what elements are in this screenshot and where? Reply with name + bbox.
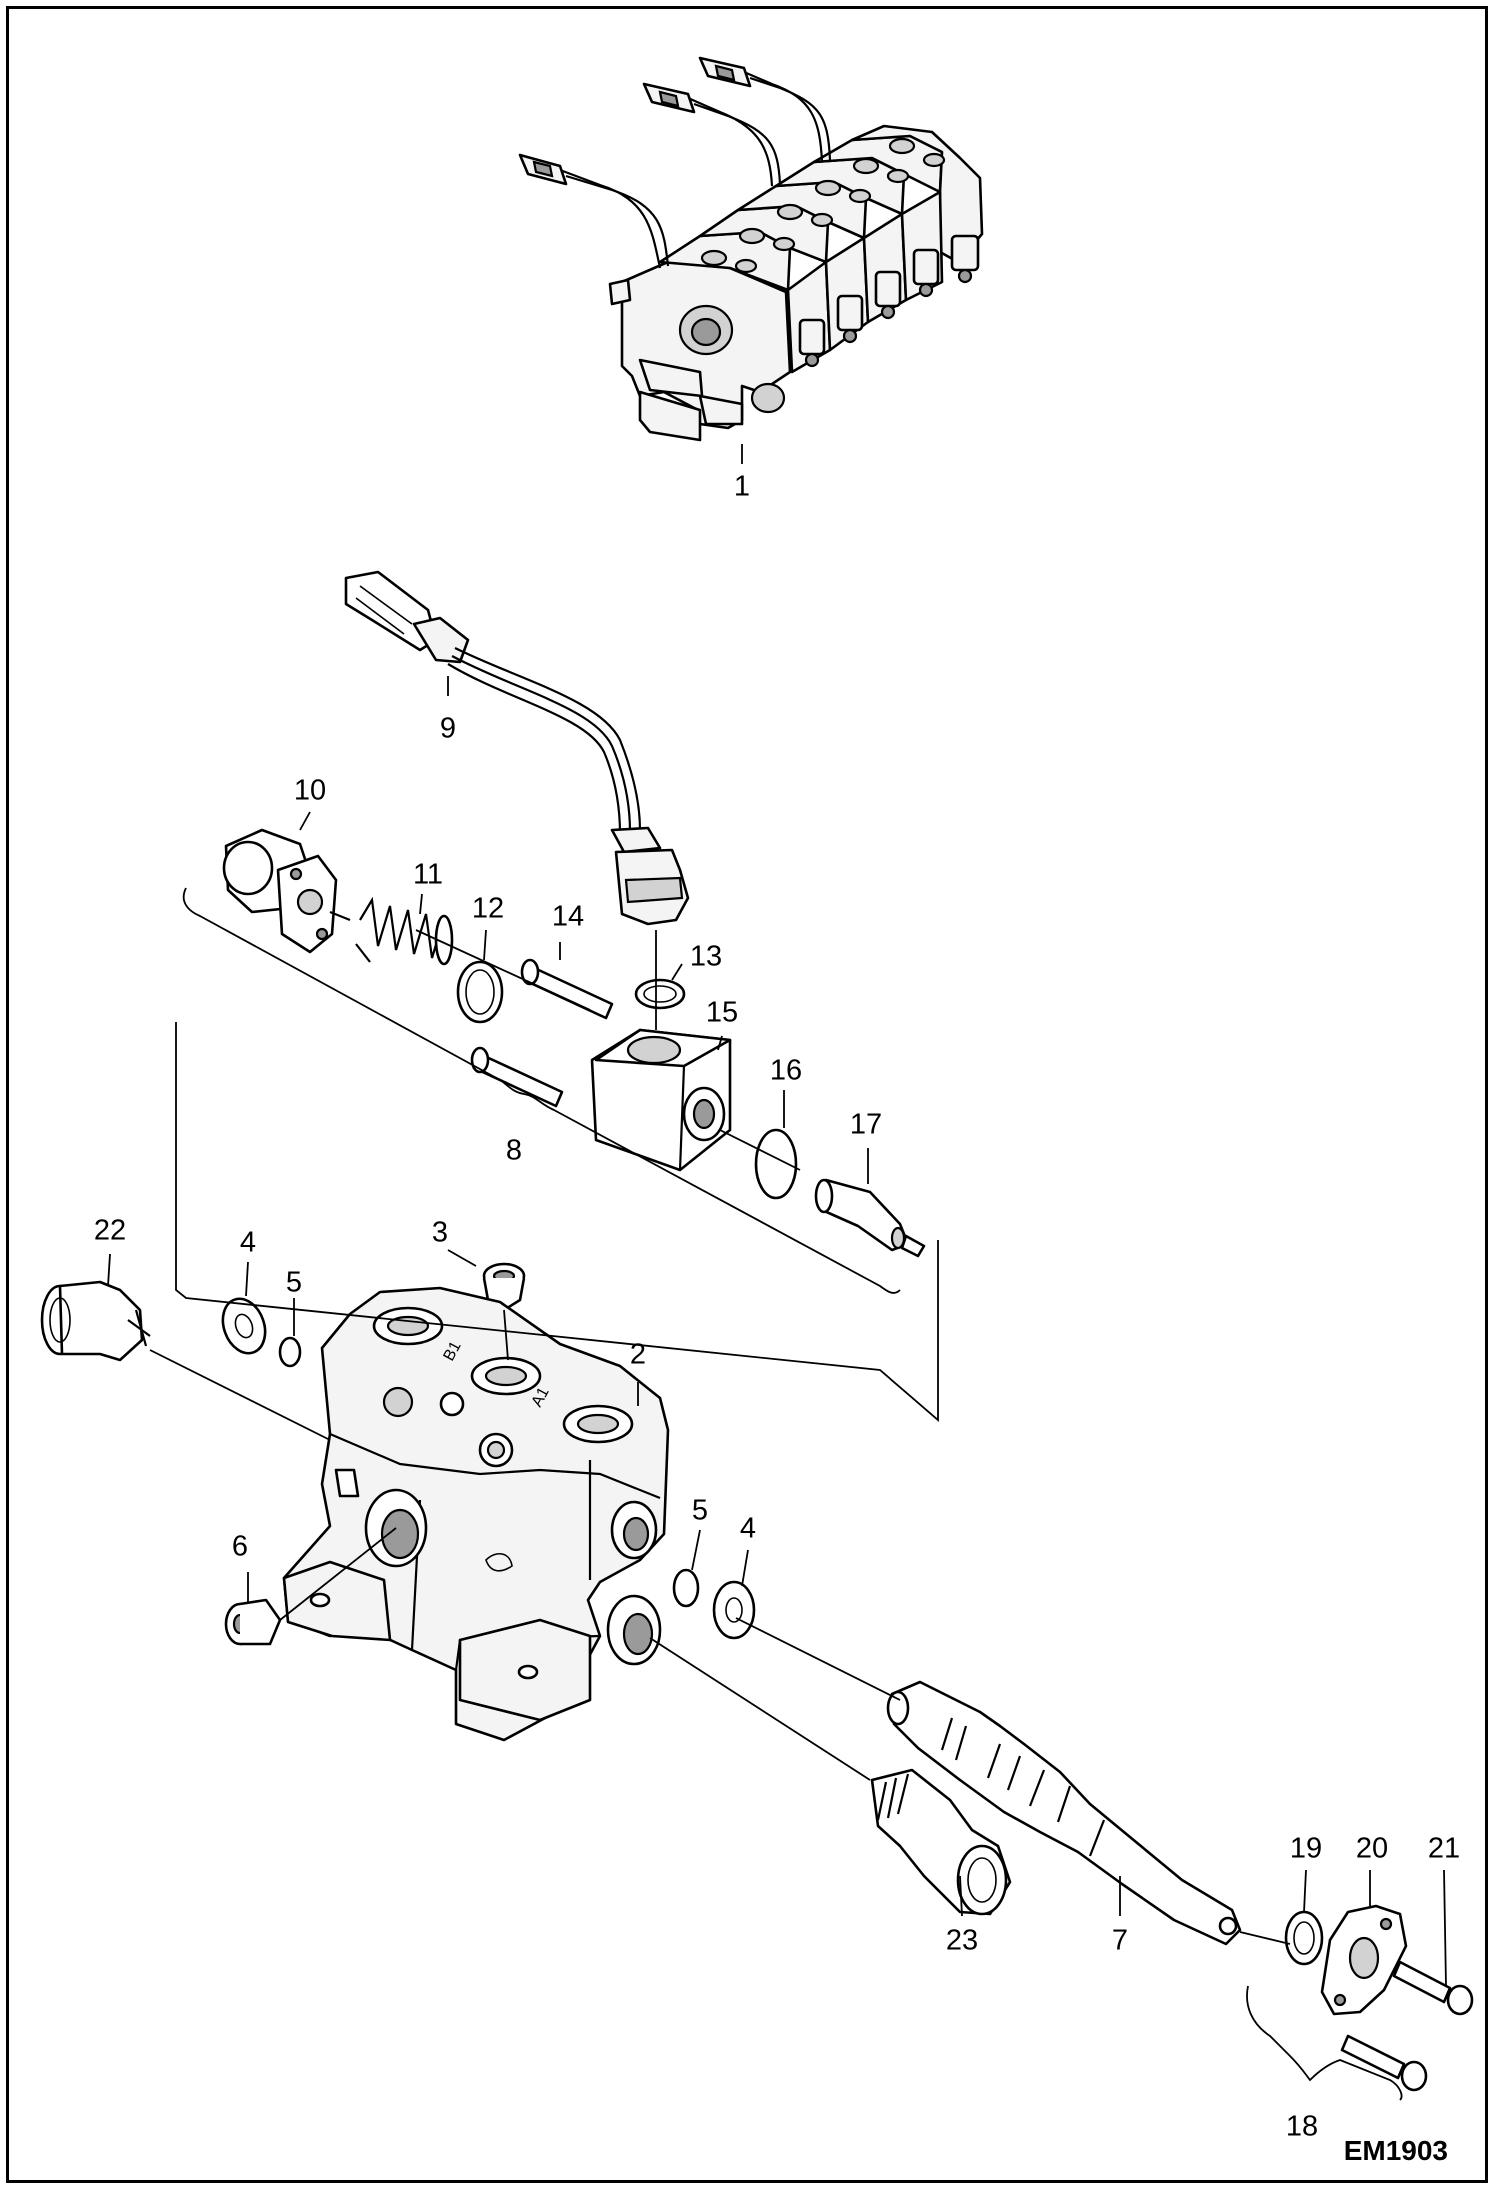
callout-8: 8	[506, 1135, 522, 1167]
callout-18: 18	[1286, 2111, 1318, 2143]
callout-3: 3	[432, 1217, 448, 1249]
solenoid-coil	[344, 570, 690, 926]
callout-10: 10	[294, 775, 326, 807]
callout-2: 2	[630, 1339, 646, 1371]
o-ring	[456, 960, 504, 1024]
end-plug	[40, 1280, 151, 1362]
callout-16: 16	[770, 1055, 802, 1087]
callout-1: 1	[734, 471, 750, 503]
callout-7: 7	[1112, 1925, 1128, 1957]
o-ring	[672, 1568, 700, 1608]
callout-5-right: 5	[692, 1495, 708, 1527]
o-ring	[634, 978, 686, 1010]
assembly-lines	[107, 444, 1447, 2101]
callouts: 1 2 3 4 4 5 5 6 7 8 9 10 11 12 13 14 15 …	[94, 471, 1460, 2143]
callout-15: 15	[706, 997, 738, 1029]
callout-11: 11	[413, 859, 443, 891]
spool	[886, 1680, 1242, 1946]
washer	[712, 1580, 756, 1640]
callout-13: 13	[690, 941, 722, 973]
callout-23: 23	[946, 1925, 978, 1957]
callout-22: 22	[94, 1215, 126, 1247]
callout-14: 14	[552, 901, 584, 933]
callout-4-right: 4	[740, 1513, 756, 1545]
valve-assembly	[518, 56, 984, 442]
spring	[355, 896, 454, 966]
end-cap	[1320, 1904, 1408, 2016]
cap-screw	[1340, 1960, 1474, 2092]
o-ring	[278, 1336, 302, 1368]
callout-17: 17	[850, 1109, 882, 1141]
callout-5-left: 5	[286, 1267, 302, 1299]
bolt	[470, 958, 614, 1108]
callout-19: 19	[1290, 1833, 1322, 1865]
washer	[221, 1297, 267, 1355]
o-ring	[1284, 1910, 1324, 1966]
figure-id: EM1903	[1344, 2135, 1448, 2166]
callout-12: 12	[472, 893, 504, 925]
relief-fitting	[870, 1768, 1012, 1916]
callout-21: 21	[1428, 1833, 1460, 1865]
callout-4-left: 4	[240, 1227, 256, 1259]
plug	[814, 1178, 926, 1258]
end-cover-assembly	[222, 828, 351, 954]
callout-9: 9	[440, 713, 456, 745]
solenoid-housing	[590, 1028, 732, 1172]
socket-plug	[224, 1598, 282, 1646]
valve-section-body: B1 A1	[282, 1286, 670, 1742]
callout-20: 20	[1356, 1833, 1388, 1865]
o-ring	[754, 1128, 798, 1200]
callout-6: 6	[232, 1531, 248, 1563]
